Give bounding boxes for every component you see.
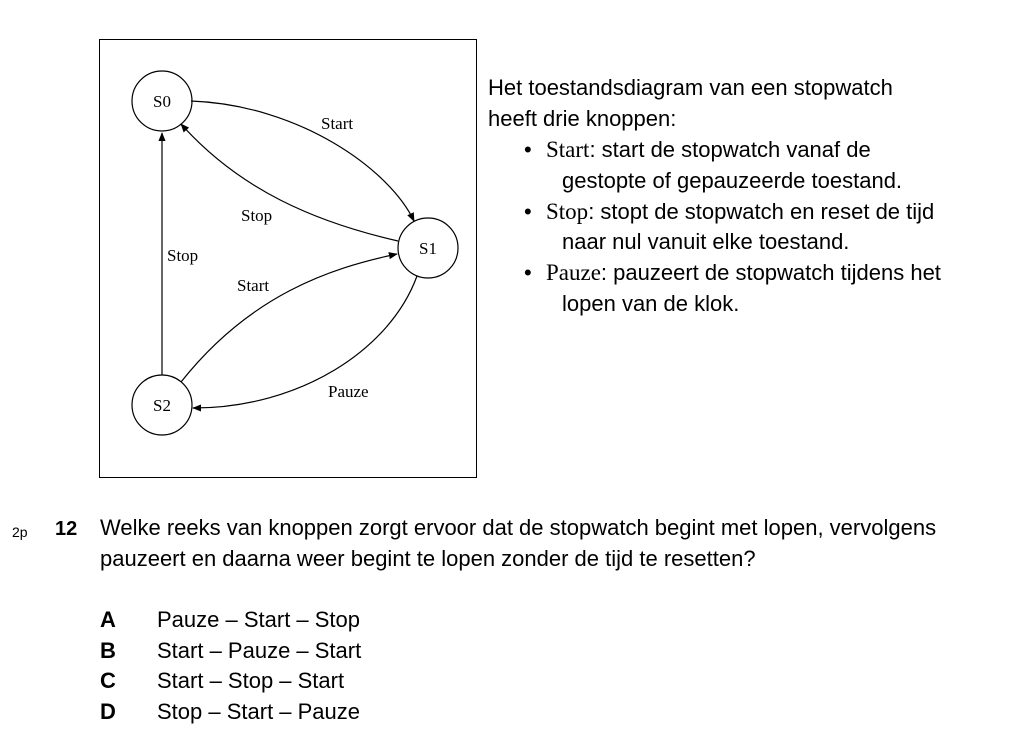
option-c[interactable]: C Start – Stop – Start bbox=[100, 666, 361, 697]
option-b[interactable]: B Start – Pauze – Start bbox=[100, 636, 361, 667]
option-a[interactable]: A Pauze – Start – Stop bbox=[100, 605, 361, 636]
bullet-term: Start bbox=[546, 137, 590, 162]
intro-line-1: Het toestandsdiagram van een stopwatch bbox=[488, 75, 893, 100]
bullet-term: Pauze bbox=[546, 260, 601, 286]
bullet-dot-icon: • bbox=[524, 260, 532, 286]
state-s1-circle bbox=[397, 217, 459, 279]
option-text: Start – Stop – Start bbox=[157, 668, 345, 694]
intro-text: Het toestandsdiagram van een stopwatch h… bbox=[488, 73, 893, 135]
edge-s2-s1-arrow bbox=[180, 252, 398, 383]
bullet-stop: • Stop: stopt de stopwatch en reset de ti… bbox=[524, 197, 944, 259]
state-s0-label: S0 bbox=[153, 92, 171, 111]
option-letter: A bbox=[100, 607, 116, 632]
option-text: Pauze – Start – Stop bbox=[157, 607, 361, 632]
bullet-pauze: • Pauze: pauzeert de stopwatch tijdens he… bbox=[524, 258, 944, 320]
button-list: • Start: start de stopwatch vanaf de gest… bbox=[524, 135, 944, 320]
question-points: 2p bbox=[12, 524, 28, 540]
state-s1-label: S1 bbox=[419, 239, 437, 258]
bullet-term: Stop bbox=[546, 198, 589, 224]
answer-options: A Pauze – Start – Stop B Start – Pauze –… bbox=[100, 605, 361, 727]
state-diagram: S0 S1 S2 Start Stop Stop Start Pauze bbox=[99, 39, 477, 478]
edge-s1-s0-arrow bbox=[180, 123, 399, 242]
edge-s1-s2-arrow bbox=[192, 275, 418, 412]
state-s2-label: S2 bbox=[153, 396, 171, 415]
edge-s1-s0-label: Stop bbox=[241, 206, 272, 225]
option-letter: B bbox=[100, 637, 116, 663]
bullet-start: • Start: start de stopwatch vanaf de gest… bbox=[524, 135, 944, 197]
option-d[interactable]: D Stop – Start – Pauze bbox=[100, 697, 361, 728]
edge-s0-s1-arrow bbox=[190, 100, 415, 222]
option-letter: D bbox=[100, 698, 116, 724]
option-text: Stop – Start – Pauze bbox=[157, 698, 361, 724]
bullet-dot-icon: • bbox=[524, 137, 532, 162]
bullet-description: : pauzeert de stopwatch tijdens het lope… bbox=[562, 260, 941, 316]
option-letter: C bbox=[100, 668, 116, 694]
edge-s2-s1-label: Start bbox=[237, 276, 269, 295]
edge-s1-s2-label: Pauze bbox=[328, 382, 369, 401]
edge-s0-s1-label: Start bbox=[321, 114, 353, 133]
bullet-description: : stopt de stopwatch en reset de tijd na… bbox=[562, 198, 935, 255]
question-number: 12 bbox=[55, 518, 78, 540]
bullet-description: : start de stopwatch vanaf de gestopte o… bbox=[562, 137, 903, 193]
intro-line-2: heeft drie knoppen: bbox=[488, 105, 677, 131]
question-text: Welke reeks van knoppen zorgt ervoor dat… bbox=[100, 515, 937, 571]
option-text: Start – Pauze – Start bbox=[157, 637, 362, 663]
bullet-dot-icon: • bbox=[524, 198, 532, 224]
state-diagram-svg: S0 S1 S2 Start Stop Stop Start Pauze bbox=[131, 70, 459, 436]
edge-s2-s0-label: Stop bbox=[167, 246, 198, 265]
